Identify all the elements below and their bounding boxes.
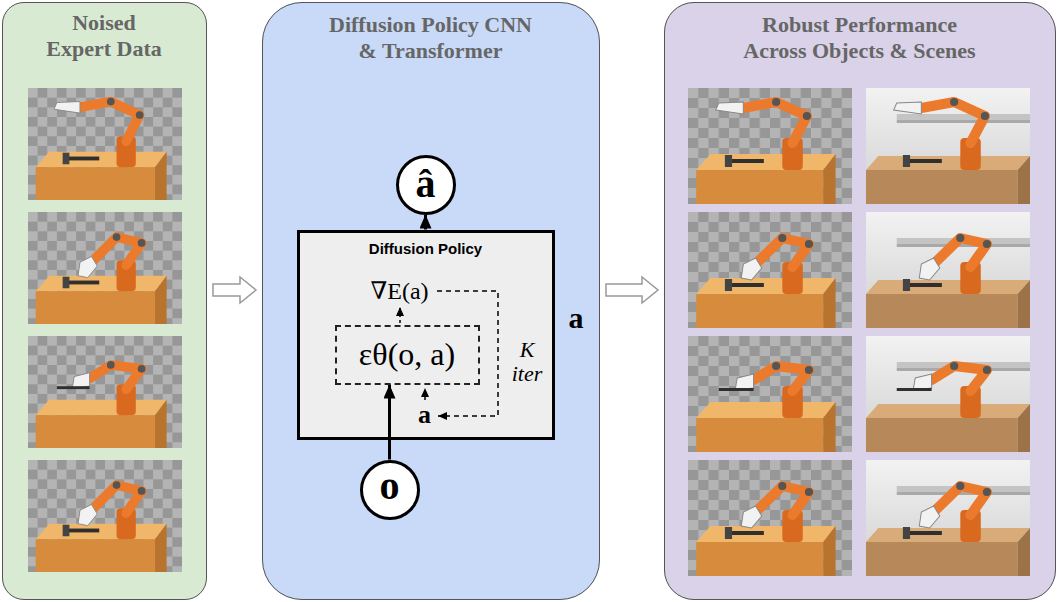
panel-title: Robust Performance Across Objects & Scen…	[735, 12, 985, 65]
symbol-text: o	[360, 466, 420, 506]
robot-scene-image	[866, 336, 1030, 452]
network-box: εθ(o, a)	[335, 325, 480, 385]
robot-scenes	[28, 88, 1030, 576]
robot-scene-image	[866, 460, 1030, 576]
formula-text: εθ(o, a)	[337, 338, 478, 370]
robot-scene-image	[866, 212, 1030, 328]
robot-scene-image	[866, 88, 1030, 204]
robot-scene-image	[688, 88, 852, 204]
box-heading: Diffusion Policy	[346, 240, 506, 258]
gradient-arrow	[399, 307, 401, 323]
symbol-text: a	[410, 402, 440, 428]
output-circle: â	[396, 155, 456, 215]
symbol-label: a	[560, 303, 592, 333]
robot-scene-image	[28, 212, 182, 324]
model-panel: â εθ(o, a) Diffusion Policy ∇E(a) a K iter o Di…	[262, 2, 600, 600]
flow-arrow	[424, 215, 427, 230]
input-circle: o	[360, 460, 420, 520]
panel-ground	[262, 2, 600, 600]
panel-title: Diffusion Policy CNN & Transformer	[323, 12, 538, 65]
robot-scene-image	[688, 460, 852, 576]
action-arrow	[424, 388, 426, 400]
robot-scene-image	[28, 460, 182, 572]
box-ground	[297, 230, 555, 440]
robot-scene-image	[688, 212, 852, 328]
flow-arrow	[388, 385, 391, 460]
panel-ground	[2, 2, 207, 600]
symbol-text: â	[396, 164, 456, 204]
formula-text: ∇E(a)	[355, 279, 445, 303]
iteration-label: K iter	[505, 338, 550, 386]
connectors	[213, 215, 658, 460]
robot-scene-image	[28, 88, 182, 200]
input-panel: Noised Expert Data	[2, 2, 207, 600]
panel-title: Noised Expert Data	[42, 10, 167, 63]
robot-scene-image	[688, 336, 852, 452]
process-box: εθ(o, a) Diffusion Policy ∇E(a) a K iter	[297, 230, 555, 440]
panel-ground	[664, 2, 1056, 600]
block-arrow	[606, 277, 658, 303]
block-arrow	[213, 277, 256, 303]
result-panel: Robust Performance Across Objects & Scen…	[664, 2, 1056, 600]
robot-scene-image	[28, 336, 182, 448]
